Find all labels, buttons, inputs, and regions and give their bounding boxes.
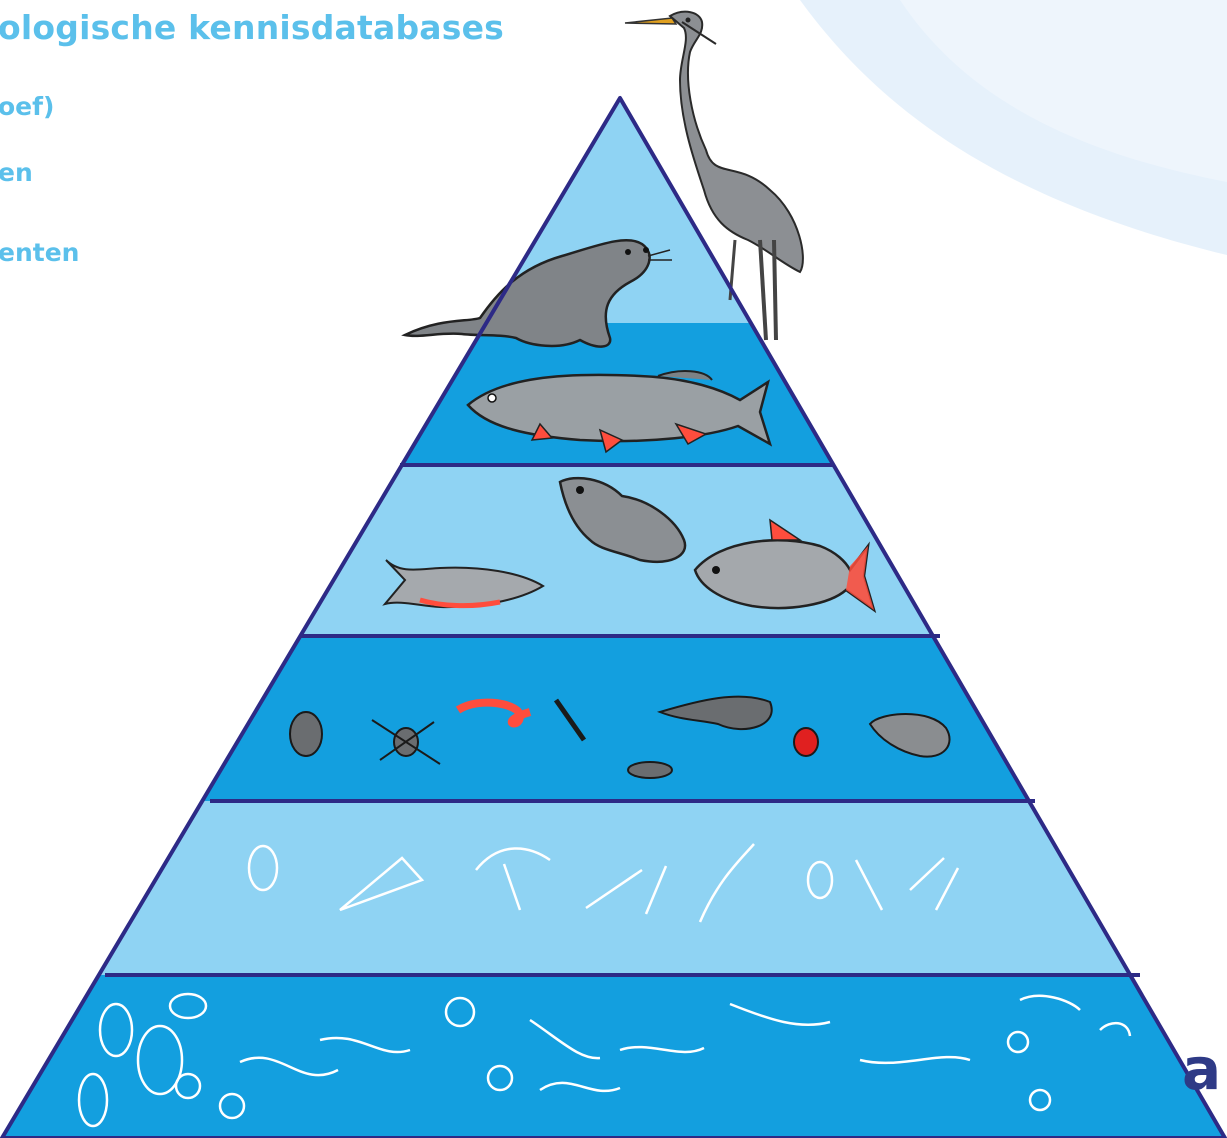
tier-6-band: [0, 975, 1227, 1138]
tier-4-band: [0, 637, 1227, 801]
logo-fragment: a: [1182, 1040, 1221, 1098]
